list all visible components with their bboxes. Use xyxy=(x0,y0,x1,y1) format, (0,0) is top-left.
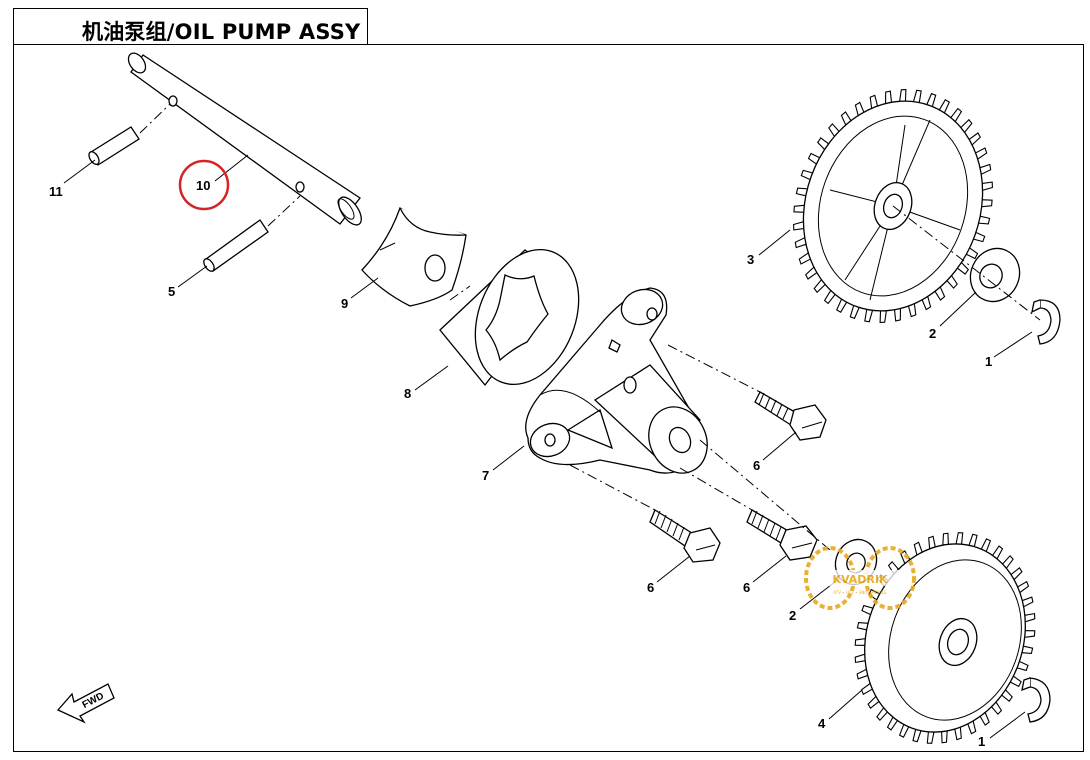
diagram-frame xyxy=(13,44,1084,752)
callout-11: 11 xyxy=(49,184,63,199)
kvadrik-watermark-logo: KVADRIK ATV • UTV • SNOWMOBILE xyxy=(804,546,916,610)
callout-6-upper: 6 xyxy=(753,458,760,473)
part-6-bolt-upper[interactable] xyxy=(754,391,827,441)
part-2-washer-upper[interactable] xyxy=(962,240,1028,309)
callout-9: 9 xyxy=(341,296,348,311)
part-1-circlip-lower[interactable] xyxy=(1021,677,1051,723)
callout-labels: 11 10 5 9 8 7 6 6 6 3 2 1 2 4 1 xyxy=(49,178,992,749)
callout-6-lower-right: 6 xyxy=(743,580,750,595)
axis-line-upper xyxy=(667,344,761,393)
axis-line-shaft xyxy=(699,439,831,551)
watermark-text: KVADRIK xyxy=(832,573,887,586)
title-box: 机油泵组/OIL PUMP ASSY xyxy=(13,8,368,45)
callout-1-upper: 1 xyxy=(985,354,992,369)
part-11-pin[interactable] xyxy=(87,103,171,166)
part-4-gear-lower[interactable] xyxy=(839,521,1051,755)
part-6-bolt-lower-left[interactable] xyxy=(649,509,721,563)
part-5-pin[interactable] xyxy=(202,195,301,273)
callout-6-lower-left: 6 xyxy=(647,580,654,595)
part-6-bolt-lower-right[interactable] xyxy=(746,509,818,561)
diagram-title: 机油泵组/OIL PUMP ASSY xyxy=(82,20,361,44)
callout-10: 10 xyxy=(196,178,210,193)
watermark-subtext: ATV • UTV • SNOWMOBILE xyxy=(833,590,887,595)
callout-2-upper: 2 xyxy=(929,326,936,341)
callout-8: 8 xyxy=(404,386,411,401)
leader-lines xyxy=(63,154,1033,739)
highlight-circle xyxy=(178,159,230,211)
axis-line-lower-left xyxy=(569,464,656,511)
callout-3: 3 xyxy=(747,252,754,267)
callout-1-lower: 1 xyxy=(978,734,985,749)
axis-line-upper-gear xyxy=(892,205,1041,321)
part-7-pump-body[interactable] xyxy=(525,284,718,483)
callout-4: 4 xyxy=(818,716,826,731)
fwd-arrow: FWD xyxy=(56,683,115,724)
part-9-inner-rotor[interactable] xyxy=(361,207,467,307)
part-1-circlip-upper[interactable] xyxy=(1031,299,1061,345)
callout-7: 7 xyxy=(482,468,489,483)
axis-line-lower xyxy=(679,467,753,511)
callout-2-lower: 2 xyxy=(789,608,796,623)
part-8-outer-rotor[interactable] xyxy=(439,234,598,400)
part-10-shaft[interactable] xyxy=(125,50,366,229)
callout-5: 5 xyxy=(168,284,175,299)
